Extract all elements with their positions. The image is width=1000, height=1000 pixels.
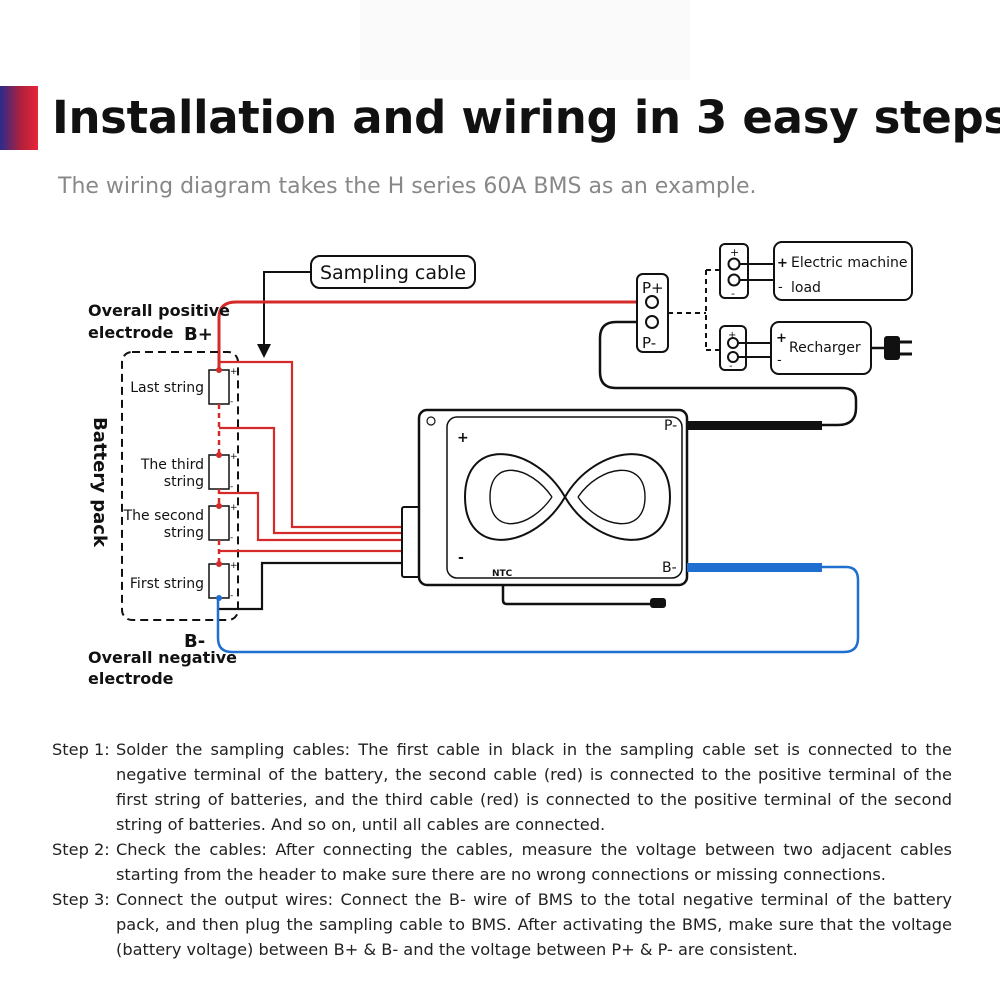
bms-logo-inner xyxy=(489,469,646,525)
step-2-text: Check the cables: After connecting the c… xyxy=(116,840,952,884)
sampling-connector xyxy=(401,506,421,578)
electric-machine-box xyxy=(773,241,913,301)
recharger-minus-mark: - xyxy=(777,353,782,368)
recharger-leads xyxy=(738,342,771,358)
bms-logo-outer xyxy=(463,453,672,541)
sampling-cable-label: Sampling cable xyxy=(320,262,466,284)
cell-polarity-marks: + - + - + - + - xyxy=(230,367,238,601)
load-label: load xyxy=(791,280,821,296)
overall-negative-label-line2: electrode xyxy=(88,669,174,688)
step-3-label: Step 3: xyxy=(52,890,110,909)
b-minus-wire-sleeve xyxy=(687,563,822,572)
page-subtitle: The wiring diagram takes the H series 60… xyxy=(58,174,757,199)
bms-p-minus-label: P- xyxy=(664,418,677,434)
battery-pack-label: Battery pack xyxy=(89,417,110,548)
recharger-minus-sign: - xyxy=(729,361,733,372)
cell-plus-sign: + xyxy=(230,503,238,513)
cell-minus-sign: - xyxy=(230,533,233,543)
load-leads xyxy=(740,263,774,281)
power-plug-icon xyxy=(871,336,912,360)
battery-cell-last xyxy=(208,369,230,405)
positive-main-wire xyxy=(217,300,650,370)
sampling-wire-last xyxy=(219,360,404,529)
sampling-wire-third xyxy=(219,426,404,535)
sampling-cable-pointer xyxy=(263,271,311,346)
battery-cell-second xyxy=(208,505,230,541)
step-3-text: Connect the output wires: Connect the B-… xyxy=(116,890,952,959)
cell-terminal-dot xyxy=(216,367,222,373)
p-minus-wire-sleeve xyxy=(687,421,822,430)
b-plus-label: B+ xyxy=(184,324,213,345)
load-plus-sign: + xyxy=(730,246,739,259)
battery-cell-first xyxy=(208,563,230,599)
sampling-wire-negative xyxy=(219,561,404,611)
page-title: Installation and wiring in 3 easy steps xyxy=(52,91,1000,144)
battery-cell-third xyxy=(208,454,230,490)
bms-b-minus-label: B- xyxy=(662,560,677,576)
p-minus-output-wire xyxy=(598,320,858,427)
cell-label-third: The third xyxy=(140,457,204,473)
cell-label-second: The second xyxy=(123,508,204,524)
cell-minus-sign: - xyxy=(230,482,233,492)
step-1: Step 1: Solder the sampling cables: The … xyxy=(52,737,952,837)
cell-label-third-line2: string xyxy=(164,474,204,490)
step-2-label: Step 2: xyxy=(52,840,110,859)
output-branch xyxy=(668,269,720,351)
sampling-wires xyxy=(219,360,404,611)
p-plus-terminal xyxy=(645,295,659,309)
title-accent-bar xyxy=(0,86,38,150)
instruction-steps: Step 1: Solder the sampling cables: The … xyxy=(52,737,952,962)
load-plus-terminal xyxy=(727,257,741,271)
cell-label-first: First string xyxy=(130,576,204,592)
ntc-label: NTC xyxy=(492,569,513,579)
cell-plus-sign: + xyxy=(230,561,238,571)
overall-positive-label-line2: electrode xyxy=(88,323,174,342)
b-minus-label: B- xyxy=(184,631,205,652)
battery-pack-box xyxy=(121,351,239,621)
electric-machine-label: Electric machine xyxy=(791,255,908,271)
recharger-label: Recharger xyxy=(789,340,861,356)
p-plus-label: P+ xyxy=(642,279,664,297)
b-minus-output-wire xyxy=(216,565,860,654)
p-minus-label: P- xyxy=(642,334,656,352)
step-2: Step 2: Check the cables: After connecti… xyxy=(52,837,952,887)
ntc-wire xyxy=(501,585,652,606)
load-terminal-block xyxy=(719,243,749,299)
sampling-wire-second xyxy=(219,491,404,542)
recharger-plus-mark: + xyxy=(776,331,787,346)
load-minus-sign: - xyxy=(731,287,735,300)
cell-terminal-dot xyxy=(216,503,222,509)
electric-machine-plus: + xyxy=(777,256,788,271)
top-image-remnant xyxy=(360,0,690,80)
cell-plus-sign: + xyxy=(230,452,238,462)
ntc-probe xyxy=(650,598,666,608)
overall-negative-label: Overall negative xyxy=(88,648,237,667)
bms-minus-label: - xyxy=(458,550,464,566)
load-minus-mark: - xyxy=(778,280,783,295)
step-1-label: Step 1: xyxy=(52,740,110,759)
p-minus-terminal xyxy=(645,315,659,329)
load-minus-terminal xyxy=(727,273,741,287)
cell-label-second-line2: string xyxy=(164,525,204,541)
cell-terminal-dot xyxy=(216,561,222,567)
step-3: Step 3: Connect the output wires: Connec… xyxy=(52,887,952,962)
recharger-plus-terminal xyxy=(727,337,739,349)
recharger-plus-sign: + xyxy=(728,330,736,341)
cell-plus-sign: + xyxy=(230,367,238,377)
cell-terminal-dot xyxy=(216,452,222,458)
overall-positive-label: Overall positive xyxy=(88,301,230,320)
bms-plus-label: + xyxy=(457,430,469,446)
step-1-text: Solder the sampling cables: The first ca… xyxy=(116,740,952,834)
cell-minus-sign: - xyxy=(230,397,233,407)
sampling-cable-arrow xyxy=(257,344,271,358)
bms-mount-hole xyxy=(426,416,436,426)
cell-label-last: Last string xyxy=(130,380,204,396)
cell-minus-sign: - xyxy=(230,591,233,601)
